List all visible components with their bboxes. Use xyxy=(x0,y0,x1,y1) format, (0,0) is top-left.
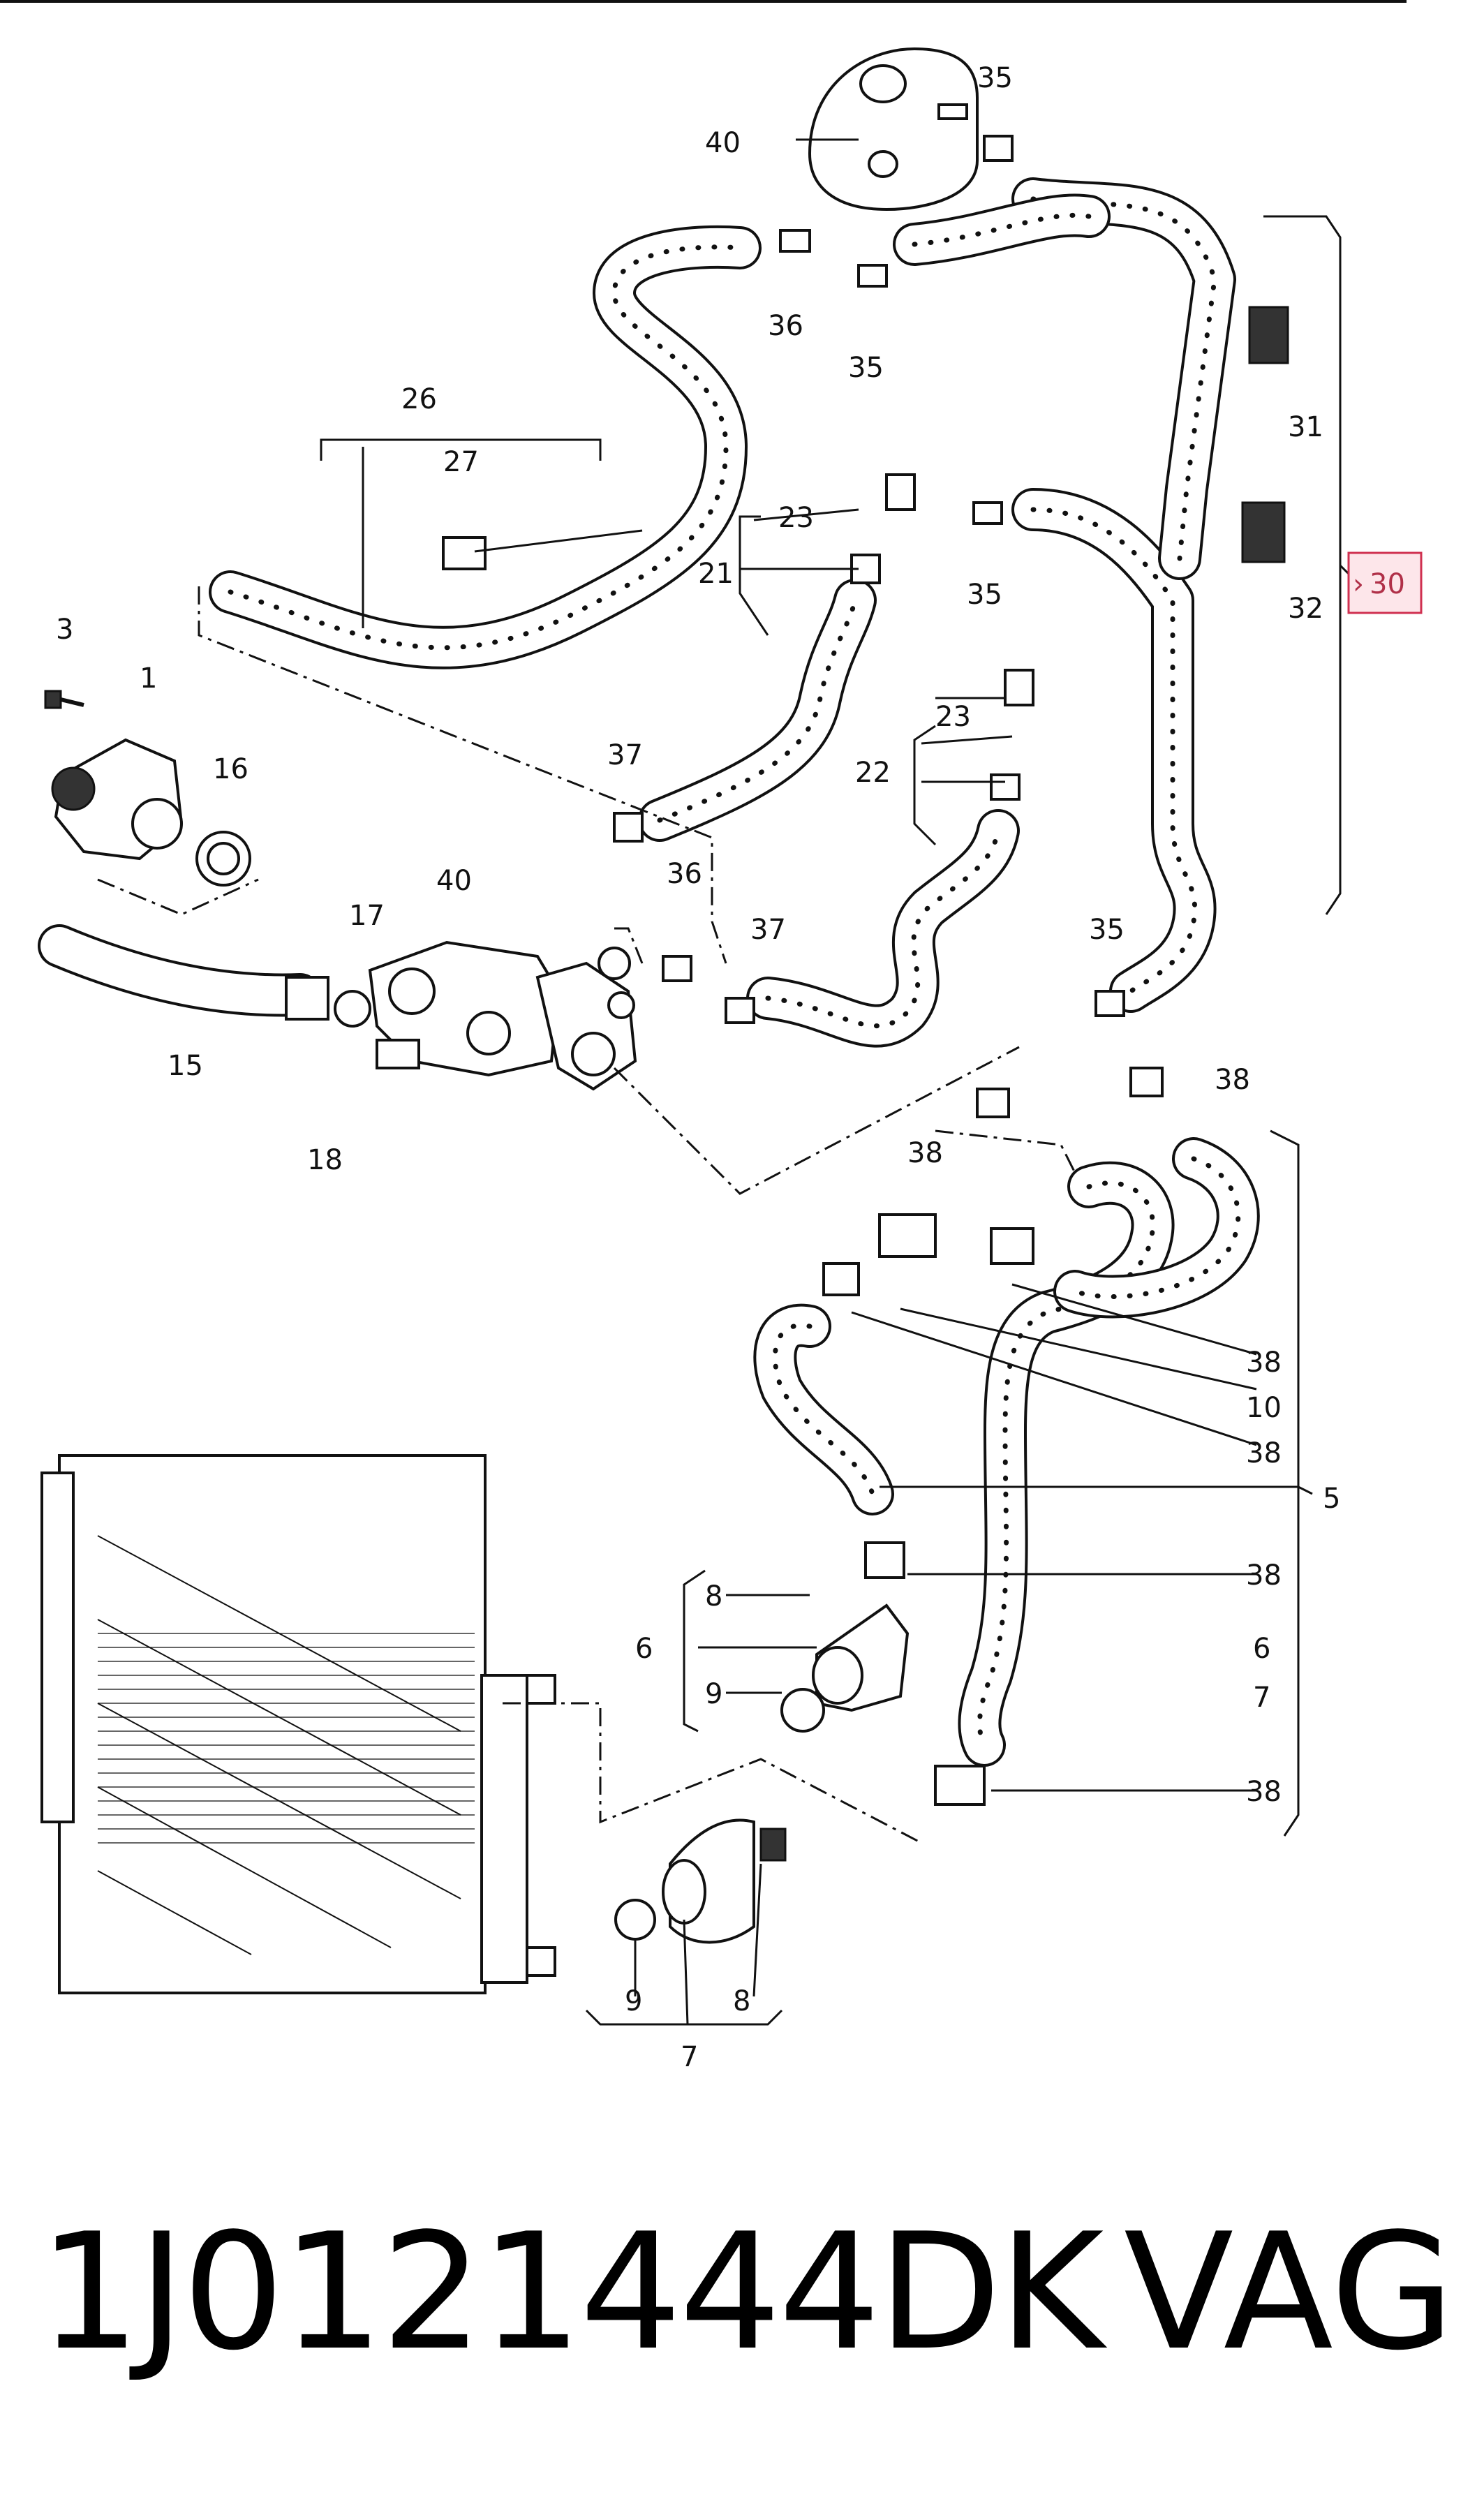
hose-22 xyxy=(746,809,1020,1048)
highlight-chevron: › xyxy=(1353,568,1364,600)
flange-7 xyxy=(614,1818,787,1944)
hose-15 xyxy=(38,924,322,1017)
label-10: 10 xyxy=(1246,1392,1282,1424)
part-labels: 35 40 36 35 31 26 27 23 21 35 32 30 › 3 … xyxy=(56,62,1423,2073)
leader-lines xyxy=(97,138,1356,2026)
label-38e: 38 xyxy=(1246,1559,1282,1592)
label-40b: 40 xyxy=(436,865,472,897)
label-30: 30 xyxy=(1370,568,1405,600)
label-22: 22 xyxy=(855,757,891,789)
label-6a: 6 xyxy=(635,1633,653,1665)
label-36a: 36 xyxy=(768,310,803,342)
label-38a: 38 xyxy=(1215,1064,1250,1096)
label-26: 26 xyxy=(401,383,437,415)
label-9b: 9 xyxy=(625,1985,642,2017)
thermostat-housing xyxy=(285,940,637,1091)
label-36b: 36 xyxy=(667,858,702,890)
label-1: 1 xyxy=(140,662,157,695)
label-5: 5 xyxy=(1323,1483,1340,1515)
hose-30 xyxy=(893,177,1236,1013)
hose-group xyxy=(38,177,1260,1767)
bolt-3 xyxy=(44,690,84,709)
label-38c: 38 xyxy=(1246,1347,1282,1379)
parts-group xyxy=(40,47,1289,1994)
highlight-box-30 xyxy=(1347,551,1423,614)
water-pump xyxy=(51,738,251,887)
label-8b: 8 xyxy=(733,1985,750,2017)
label-38f: 38 xyxy=(1246,1776,1282,1808)
label-27: 27 xyxy=(443,446,479,478)
label-7a: 7 xyxy=(1253,1682,1270,1714)
label-23a: 23 xyxy=(778,502,814,534)
label-3: 3 xyxy=(56,614,73,646)
label-16: 16 xyxy=(213,753,248,785)
label-37a: 37 xyxy=(607,739,643,771)
label-7b: 7 xyxy=(681,2041,698,2073)
part-number: 1J0121444DK xyxy=(38,2200,1104,2386)
label-37b: 37 xyxy=(750,914,786,946)
label-38d: 38 xyxy=(1246,1437,1282,1469)
label-17: 17 xyxy=(349,900,385,932)
hose-26 xyxy=(209,225,762,669)
label-31: 31 xyxy=(1288,411,1323,443)
label-35d: 35 xyxy=(1089,914,1125,946)
label-23b: 23 xyxy=(935,701,971,733)
connector-6 xyxy=(780,1603,910,1733)
label-18: 18 xyxy=(307,1144,343,1176)
label-35b: 35 xyxy=(848,352,884,384)
label-40a: 40 xyxy=(705,127,741,159)
brand-name: VAG xyxy=(1124,2200,1455,2386)
clips xyxy=(442,135,1289,1806)
label-35c: 35 xyxy=(967,579,1002,611)
label-35a: 35 xyxy=(977,62,1013,94)
hose-5 xyxy=(753,1137,1260,1767)
label-6b: 6 xyxy=(1253,1633,1270,1665)
expansion-tank xyxy=(808,47,979,212)
label-9a: 9 xyxy=(705,1678,722,1710)
label-38b: 38 xyxy=(907,1137,943,1169)
label-8a: 8 xyxy=(705,1580,722,1613)
label-21: 21 xyxy=(698,558,734,590)
label-32: 32 xyxy=(1288,593,1323,625)
hose-21 xyxy=(638,579,877,842)
radiator xyxy=(40,1454,556,1994)
label-15: 15 xyxy=(168,1050,203,1082)
